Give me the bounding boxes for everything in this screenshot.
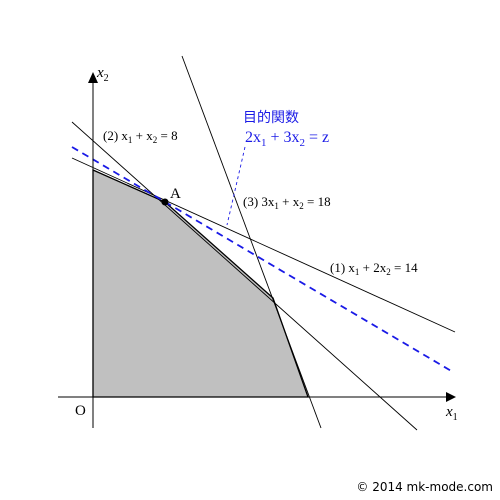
point-a-marker [161,198,169,206]
objective-line [71,146,454,373]
copyright-text: © 2014 mk-mode.com [356,480,493,494]
constraint-line-3 [181,55,322,429]
constraint-label-2: (2) x1 + x2 = 8 [103,128,178,145]
constraint-line-2 [71,121,418,431]
constraint-line-1 [71,157,456,333]
point-a-label: A [170,186,181,202]
x-axis-label: x1 [445,404,458,423]
y-axis-arrowhead [88,72,98,83]
objective-equation: 2x1 + 3x2 = z [245,129,329,149]
y-axis-label: x2 [96,65,109,84]
constraint-label-1: (1) x1 + 2x2 = 14 [330,260,418,277]
constraint-label-3: (3) 3x1 + x2 = 18 [243,194,331,211]
objective-title: 目的関数 [243,110,299,126]
objective-pointer [226,146,246,226]
x-axis-arrowhead [446,392,456,402]
origin-label: O [75,403,86,419]
